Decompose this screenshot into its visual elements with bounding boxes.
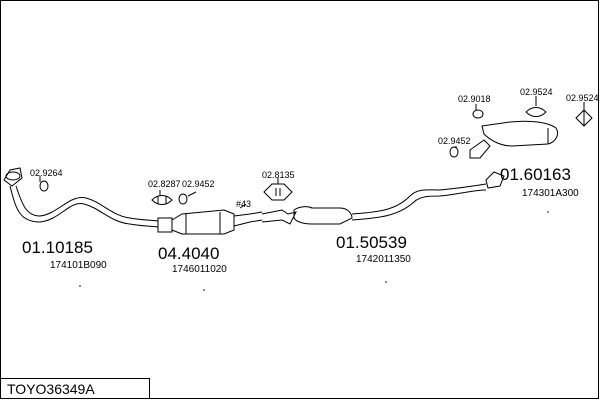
marker-label: #43: [236, 199, 251, 209]
middle-silencer-drawing: [261, 183, 487, 225]
fitting-label: 02.8135: [262, 170, 295, 180]
rear-silencer-drawing: [469, 120, 559, 189]
part-number-middle-silencer: 01.50539: [336, 233, 407, 252]
fitting-label: 02.9452: [438, 136, 471, 146]
front-pipe-drawing: [3, 167, 159, 228]
fitting-label: 02.9264: [30, 168, 63, 178]
part-ref-catalyst: 1746011020: [172, 264, 227, 275]
fittings-drawing: [39, 107, 593, 205]
dot: [547, 211, 549, 213]
part-ref-front-pipe: 174101B090: [50, 260, 107, 271]
diagram-code: TOYO36349A: [7, 381, 95, 397]
catalyst-drawing: [157, 209, 263, 235]
part-number-front-pipe: 01.10185: [22, 238, 93, 257]
part-number-catalyst: 04.4040: [158, 244, 219, 263]
dot: [203, 289, 205, 291]
fitting-label: 02.9524: [566, 93, 599, 103]
dot: [385, 281, 387, 283]
diagram-code-box: TOYO36349A: [0, 378, 150, 399]
leader-lines: [39, 96, 585, 209]
fitting-label: 02.9018: [458, 94, 491, 104]
fitting-label: 02.9524: [520, 87, 553, 97]
part-ref-middle-silencer: 1742011350: [356, 254, 411, 265]
part-number-rear-silencer: 01.60163: [500, 165, 571, 184]
fitting-label: 02.9452: [182, 179, 215, 189]
dot: [79, 285, 81, 287]
part-ref-rear-silencer: 174301A300: [522, 188, 579, 199]
fitting-label: 02.8287: [148, 179, 181, 189]
